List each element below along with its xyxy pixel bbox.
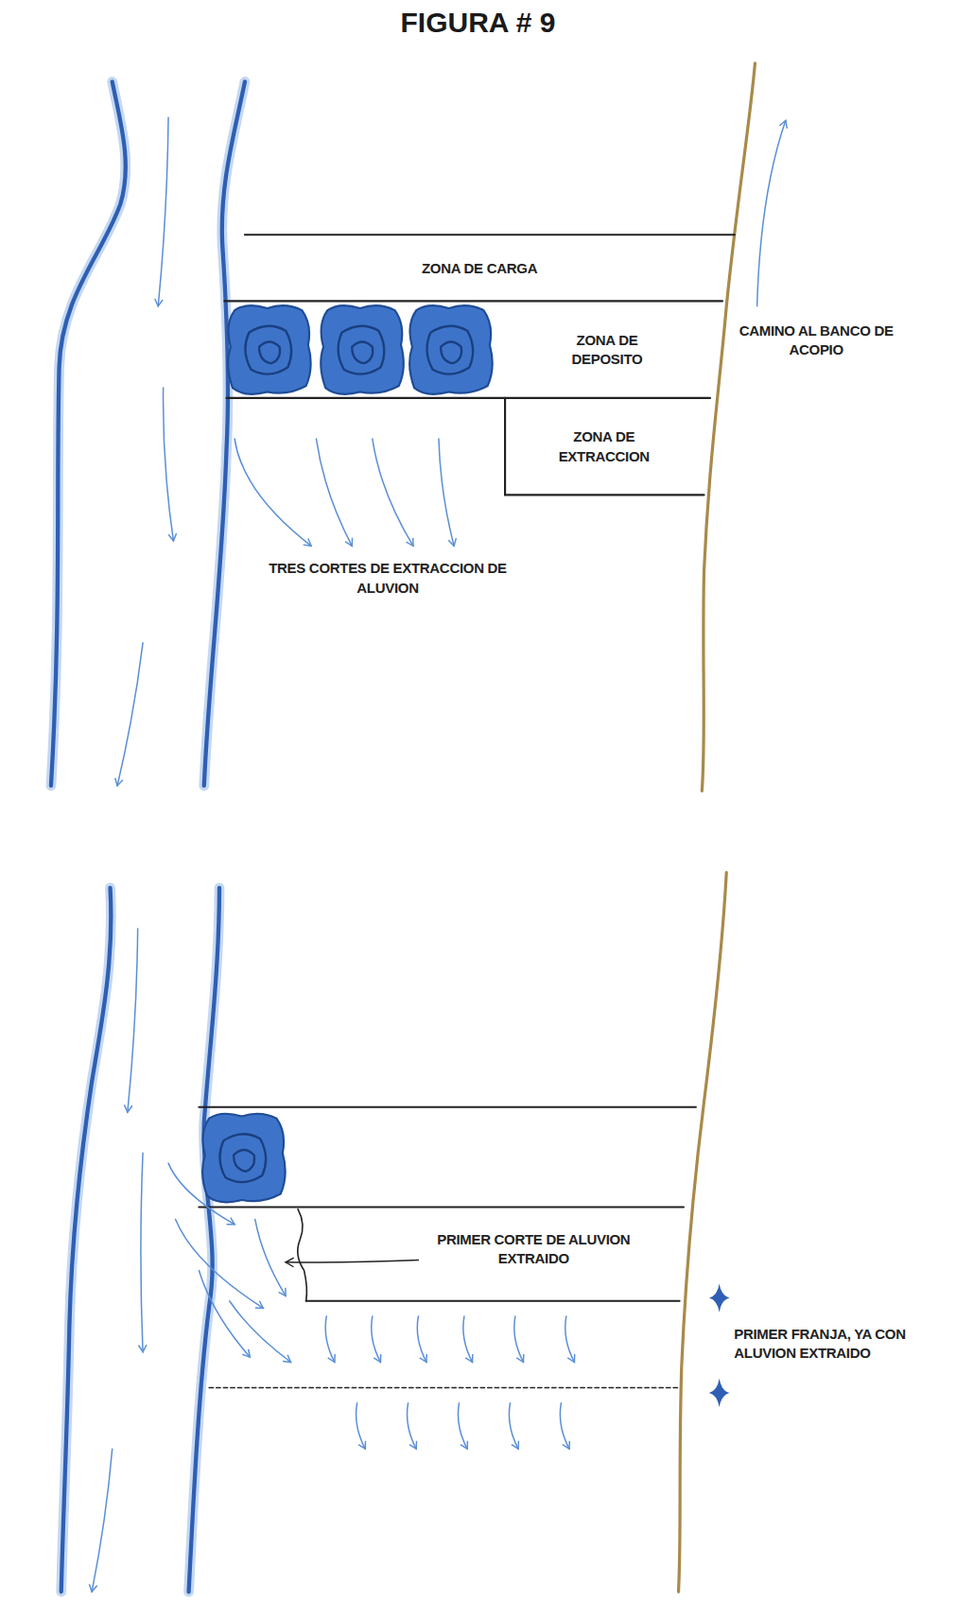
- zone-band: ZONA DE DEPOSITO: [506, 302, 707, 397]
- flow-arrow: [140, 1152, 143, 1352]
- flow-arrow: [91, 1448, 113, 1592]
- flow-arrow: [417, 1316, 427, 1363]
- flow-arrow: [325, 1316, 335, 1363]
- flow-arrow: [372, 438, 414, 546]
- flow-arrow: [463, 1316, 473, 1363]
- flow-arrow: [438, 438, 454, 546]
- zone-label: ZONA DE EXTRACCION: [542, 427, 665, 467]
- annotation-label: TRES CORTES DE EXTRACCION DE ALUVION: [255, 558, 522, 598]
- flow-arrow: [157, 117, 169, 307]
- flow-arrow: [175, 1218, 264, 1308]
- flow-arrow: [234, 438, 312, 546]
- flow-arrow: [198, 1269, 250, 1357]
- flow-arrow: [229, 1301, 292, 1363]
- flow-arrow: [559, 1403, 570, 1450]
- flow-arrow: [508, 1403, 519, 1450]
- zone-band: ZONA DE EXTRACCION: [506, 399, 701, 494]
- annotation-label: CAMINO AL BANCO DE ACOPIO: [719, 321, 914, 361]
- flow-arrow: [356, 1403, 366, 1450]
- annotation-label: PRIMER FRANJA, YA CON ALUVION EXTRAIDO: [733, 1324, 951, 1364]
- flow-arrow: [168, 1163, 235, 1225]
- flow-arrow: [457, 1403, 468, 1450]
- zone-label: ZONA DE CARGA: [421, 259, 538, 279]
- flow-arrow: [127, 928, 139, 1113]
- flow-arrow: [371, 1316, 382, 1363]
- zone-label: ZONA DE DEPOSITO: [551, 330, 664, 370]
- flow-arrow: [514, 1316, 524, 1363]
- flow-arrow: [407, 1403, 418, 1450]
- annotation-label: PRIMER CORTE DE ALUVION EXTRAIDO: [426, 1230, 642, 1269]
- flow-arrow: [163, 387, 174, 541]
- zone-band: ZONA DE CARGA: [255, 236, 705, 300]
- flow-arrow: [117, 643, 143, 786]
- flow-arrow: [255, 1218, 286, 1296]
- flow-arrow: [565, 1316, 575, 1363]
- figure-title: FIGURA # 9: [0, 3, 956, 43]
- flow-arrow: [315, 438, 352, 546]
